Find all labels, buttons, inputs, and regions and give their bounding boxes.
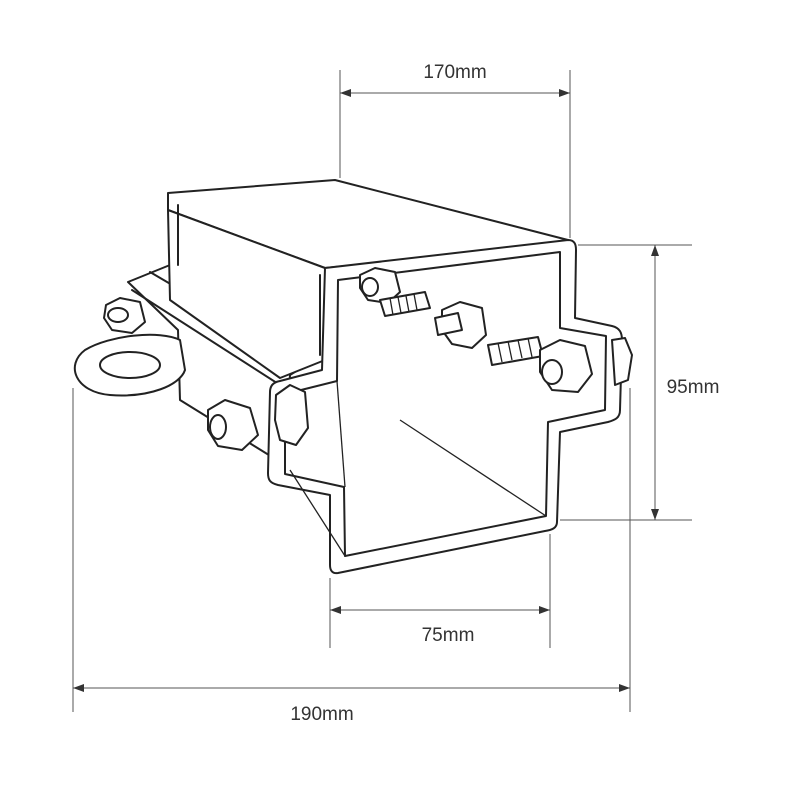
- nut-inner-left: [359, 267, 401, 304]
- nut-front-left: [274, 384, 309, 446]
- eye-bolt-ring: [73, 333, 186, 397]
- bolt-upper: [379, 291, 431, 317]
- nut-inner-right: [539, 339, 593, 393]
- dimension-label-95: 95mm: [666, 377, 720, 398]
- dimension-190: [72, 388, 631, 712]
- dimension-170: [339, 70, 571, 238]
- nut-left-bottom: [207, 399, 259, 451]
- dimension-label-170: 170mm: [423, 62, 487, 83]
- channel-body: [167, 179, 569, 379]
- dimension-label-75: 75mm: [421, 625, 475, 646]
- bolt-center: [434, 312, 463, 336]
- dimension-75: [329, 534, 551, 648]
- dimension-95: [560, 244, 692, 521]
- nut-right-outer: [611, 337, 633, 386]
- dimension-label-190: 190mm: [290, 704, 354, 725]
- nut-left-top: [103, 297, 146, 334]
